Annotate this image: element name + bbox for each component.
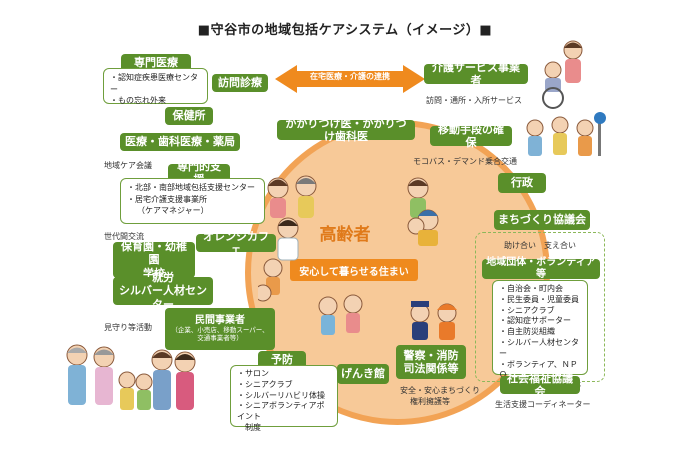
prevention-box: 予防	[258, 351, 306, 369]
nursery-school-box: 保育園・幼稚園 学校	[113, 240, 195, 280]
residents-illustration	[258, 175, 439, 335]
wheelchair-illustration	[542, 40, 583, 109]
center-label-housing: 安心して暮らせる住まい	[290, 259, 418, 281]
specialist-medical-box: 専門医療	[121, 54, 191, 72]
watch-activity-note: 見守り等活動	[104, 323, 152, 332]
specialist-medical-list: ・認知症疾患医療センター ・もの忘れ外来	[103, 68, 208, 106]
nursery-label: 保育園・幼稚園	[121, 240, 187, 267]
rights-note: 権利擁護等	[410, 397, 450, 406]
professional-support-list: ・北部・南部地域包括支援センター ・居宅介護支援事業所 （ケアマネジャー）	[120, 178, 265, 224]
police-firefighter-illustration	[410, 301, 457, 340]
community-groups-box: 地域団体・ボランティア等	[482, 257, 600, 280]
silver-hr-center-label: シルバー人材センター	[119, 284, 207, 311]
prevention-list: ・サロン ・シニアクラブ ・シルバーリハビリ体操 ・シニアボランティアポイント …	[230, 365, 338, 432]
prevention-item: ・シニアボランティアポイント	[237, 401, 325, 422]
community-item: ・ボランティア、ＮＰＯ	[499, 359, 578, 380]
center-label-elderly: 高齢者	[319, 225, 371, 245]
genki-hall-box: げんき館	[337, 364, 389, 384]
coordination-arrow	[275, 65, 425, 93]
support-item: （ケアマネジャー）	[137, 206, 209, 216]
community-item: ・シニアクラブ	[499, 305, 555, 315]
care-services-note: 訪問・通所・入所サービス	[426, 96, 522, 105]
care-services-box: 介護サービス事業者	[424, 61, 528, 87]
private-business-box: 民間事業者 （企業、小売店、移動スーパー、交通事業者等）	[165, 308, 275, 350]
mobility-note: モコバス・デマンド乗合交通	[413, 157, 517, 166]
mobility-box: 移動手段の確保	[430, 123, 512, 149]
community-meeting-note: 地域ケア会議	[104, 161, 152, 170]
prevention-item: ・シルバーリハビリ体操	[237, 390, 325, 400]
employment-label: 就労	[152, 271, 174, 285]
specialist-item: ・認知症疾患医療センター	[110, 73, 198, 94]
prevention-item: 制度	[245, 422, 261, 432]
prevention-item: ・サロン	[237, 369, 269, 378]
community-groups-list: ・自治会・町内会 ・民生委員・児童委員 ・シニアクラブ ・認知症サポーター ・自…	[492, 280, 588, 390]
community-item: ・シルバー人材センター	[499, 337, 579, 358]
community-item: ・自治会・町内会	[499, 284, 563, 293]
prevention-item: ・シニアクラブ	[237, 379, 293, 389]
community-item: ・自主防災組織	[499, 327, 555, 337]
orange-cafe-box: オレンジカフェ	[196, 230, 276, 256]
support-item: ・居宅介護支援事業所	[127, 194, 207, 204]
specialist-item: ・もの忘れ外来	[110, 96, 166, 106]
social-welfare-council-box: 社会福祉協議会	[500, 372, 580, 398]
private-business-detail: （企業、小売店、移動スーパー、交通事業者等）	[171, 326, 269, 342]
family-doctor-box: かかりつけ医・かかりつけ歯科医	[277, 117, 415, 143]
intergenerational-note: 世代間交流	[104, 232, 144, 241]
legal-label: 司法関係等	[403, 362, 459, 375]
coordination-label: 在宅医療・介護の連携	[310, 72, 390, 81]
medical-dental-pharmacy-box: 医療・歯科医療・薬局	[120, 133, 240, 151]
coordinator-note: 生活支援コーディネーター	[495, 400, 591, 409]
community-item: ・認知症サポーター	[499, 316, 571, 326]
page-title: ■守谷市の地域包括ケアシステム（イメージ）■	[197, 23, 493, 38]
school-label: 学校	[143, 266, 165, 280]
home-visit-box: 訪問診療	[212, 74, 268, 92]
safety-note: 安全・安心まちづくり	[400, 386, 480, 395]
family-illustration	[66, 344, 196, 410]
community-item: ・民生委員・児童委員	[499, 294, 579, 304]
health-center-box: 保健所	[165, 107, 213, 125]
employment-box: 就労 シルバー人材センター	[113, 271, 213, 311]
mutual-help-label: 助け合い 支え合い	[504, 241, 576, 250]
police-fire-box: 警察・消防 司法関係等	[396, 345, 466, 379]
police-fire-label: 警察・消防	[403, 348, 459, 362]
support-item: ・北部・南部地域包括支援センター	[127, 183, 255, 192]
private-business-label: 民間事業者	[195, 315, 245, 327]
bus-stop-illustration	[526, 112, 606, 156]
admin-box: 行政	[498, 173, 546, 193]
town-council-box: まちづくり協議会	[494, 210, 590, 230]
